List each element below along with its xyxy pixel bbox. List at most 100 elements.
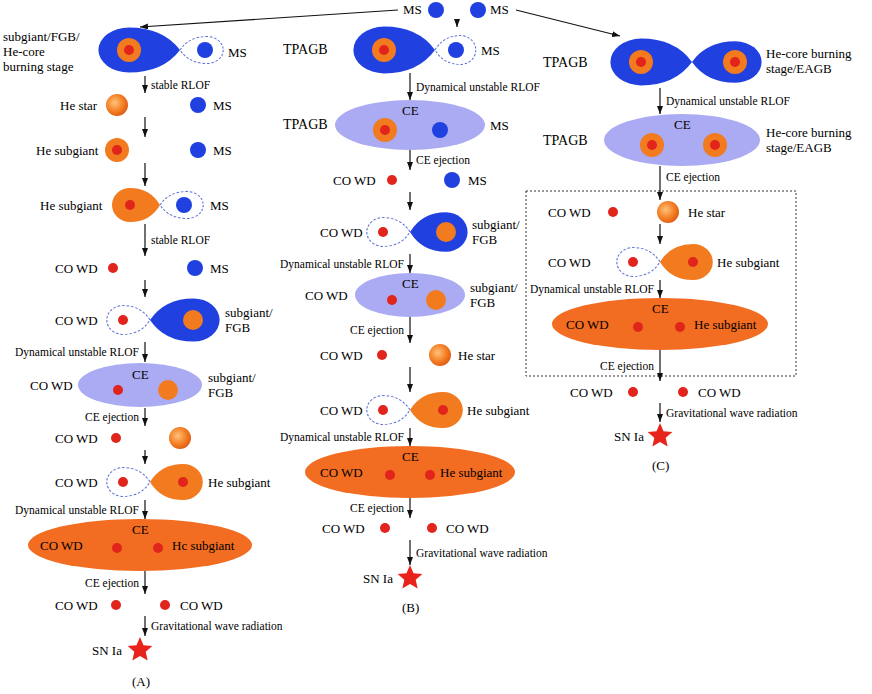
star-label: He subgiant bbox=[36, 143, 98, 158]
binary-stage: He subgiantMS bbox=[32, 137, 250, 163]
star-label: He subgiant bbox=[40, 198, 102, 213]
star-label: CO WD bbox=[548, 255, 591, 270]
star-label: MS bbox=[228, 45, 247, 60]
he-star bbox=[169, 427, 191, 449]
process-label: CE ejection bbox=[350, 501, 404, 515]
binary-stage: SN Ia bbox=[609, 422, 677, 450]
white-dwarf bbox=[385, 470, 395, 480]
white-dwarf bbox=[387, 175, 397, 185]
supernova-burst bbox=[648, 423, 673, 447]
star-label: subgiant/ FGB bbox=[472, 217, 524, 247]
binary-stage: CO WDHe subgiant bbox=[45, 464, 277, 500]
star-label: TPAGB bbox=[543, 133, 588, 148]
common-envelope bbox=[552, 298, 768, 350]
panel-label: (C) bbox=[652, 458, 669, 473]
binary-stage: He subgiantMS bbox=[32, 186, 250, 224]
star-label: CO WD bbox=[55, 431, 98, 446]
star-label: CO WD bbox=[446, 521, 489, 536]
star-label: SN Ia bbox=[614, 429, 644, 444]
star-label: CE bbox=[652, 301, 669, 316]
common-envelope bbox=[28, 519, 252, 571]
star-label: MS bbox=[210, 261, 229, 276]
white-dwarf bbox=[628, 387, 638, 397]
binary-stage: MSMS bbox=[398, 0, 516, 20]
giant-core bbox=[158, 380, 178, 400]
process-label: stable RLOF bbox=[151, 78, 210, 92]
process-label: Dynamical unstable RLOF bbox=[280, 257, 404, 271]
star-label: TPAGB bbox=[543, 55, 588, 70]
giant-core bbox=[436, 222, 456, 242]
star-label: CE bbox=[402, 276, 419, 291]
star-label: TPAGB bbox=[283, 117, 328, 132]
white-dwarf bbox=[608, 207, 618, 217]
binary-stage: TPAGBCEMS bbox=[278, 100, 518, 150]
star-label: CO WD bbox=[566, 317, 609, 332]
star-label: CO WD bbox=[320, 465, 363, 480]
white-dwarf bbox=[118, 315, 128, 325]
he-star bbox=[657, 201, 679, 223]
white-dwarf bbox=[427, 523, 437, 533]
binary-stage: CO WDCEsubgiant/ FGB bbox=[300, 273, 525, 317]
star-label: MS bbox=[213, 98, 232, 113]
ms-star bbox=[176, 197, 192, 213]
ms-star bbox=[428, 2, 444, 18]
star-label: CE bbox=[402, 103, 419, 118]
core-dot bbox=[153, 543, 163, 553]
giant-core bbox=[117, 38, 141, 62]
he-subgiant-lobe bbox=[660, 244, 713, 280]
star-label: CO WD bbox=[698, 385, 741, 400]
core-dot bbox=[178, 477, 188, 487]
star-label: CO WD bbox=[180, 598, 223, 613]
process-label: stable RLOF bbox=[151, 233, 210, 247]
star-label: CO WD bbox=[320, 403, 363, 418]
binary-stage: SN Ia bbox=[358, 565, 426, 593]
star-label: CO WD bbox=[322, 521, 365, 536]
process-label: CE ejection bbox=[416, 153, 470, 167]
star-label: CO WD bbox=[333, 173, 376, 188]
white-dwarf bbox=[118, 477, 128, 487]
binary-stage: CO WDHe star bbox=[543, 200, 733, 224]
star-label: MS bbox=[468, 173, 487, 188]
star-label: CO WD bbox=[55, 313, 98, 328]
star-label: He star bbox=[458, 348, 495, 363]
giant-core bbox=[426, 290, 446, 310]
evolution-arrow bbox=[144, 117, 145, 137]
supernova-burst bbox=[398, 565, 423, 589]
evolution-arrow bbox=[144, 408, 145, 426]
evolution-arrow bbox=[144, 500, 145, 519]
star-label: CO WD bbox=[305, 288, 348, 303]
core-dot bbox=[688, 257, 698, 267]
star-label: CO WD bbox=[570, 385, 613, 400]
star-label: CO WD bbox=[55, 475, 98, 490]
giant-core bbox=[372, 38, 396, 62]
dotted-frame bbox=[526, 191, 796, 376]
giant-core bbox=[723, 50, 747, 74]
ms-star bbox=[470, 2, 486, 18]
binary-stage: CO WDHe star bbox=[315, 343, 500, 367]
common-envelope bbox=[78, 363, 202, 407]
star-label: CO WD bbox=[548, 205, 591, 220]
star-label: CO WD bbox=[40, 538, 83, 553]
binary-stage: TPAGBMS bbox=[278, 27, 518, 73]
white-dwarf bbox=[113, 385, 123, 395]
roche-lobe bbox=[160, 192, 203, 219]
evolution-arrow bbox=[409, 150, 410, 170]
evolution-arrow bbox=[659, 350, 660, 381]
common-envelope bbox=[355, 273, 465, 317]
roche-lobe bbox=[617, 248, 660, 277]
ms-star bbox=[444, 172, 460, 188]
white-dwarf bbox=[378, 405, 388, 415]
ms-star bbox=[190, 142, 206, 158]
white-dwarf bbox=[112, 543, 122, 553]
process-label: Dynamical unstable RLOF bbox=[666, 94, 790, 108]
star-label: MS bbox=[481, 43, 500, 58]
star-label: subgiant/FGB/ He-core burning stage bbox=[3, 29, 87, 74]
evolution-arrow bbox=[144, 163, 145, 186]
star-label: subgiant/ FGB bbox=[225, 305, 277, 335]
roche-lobe bbox=[367, 218, 410, 247]
binary-stage: CO WD bbox=[50, 426, 195, 450]
giant-core bbox=[183, 310, 203, 330]
giant-lobe bbox=[150, 298, 220, 341]
giant-lobe bbox=[98, 28, 180, 73]
